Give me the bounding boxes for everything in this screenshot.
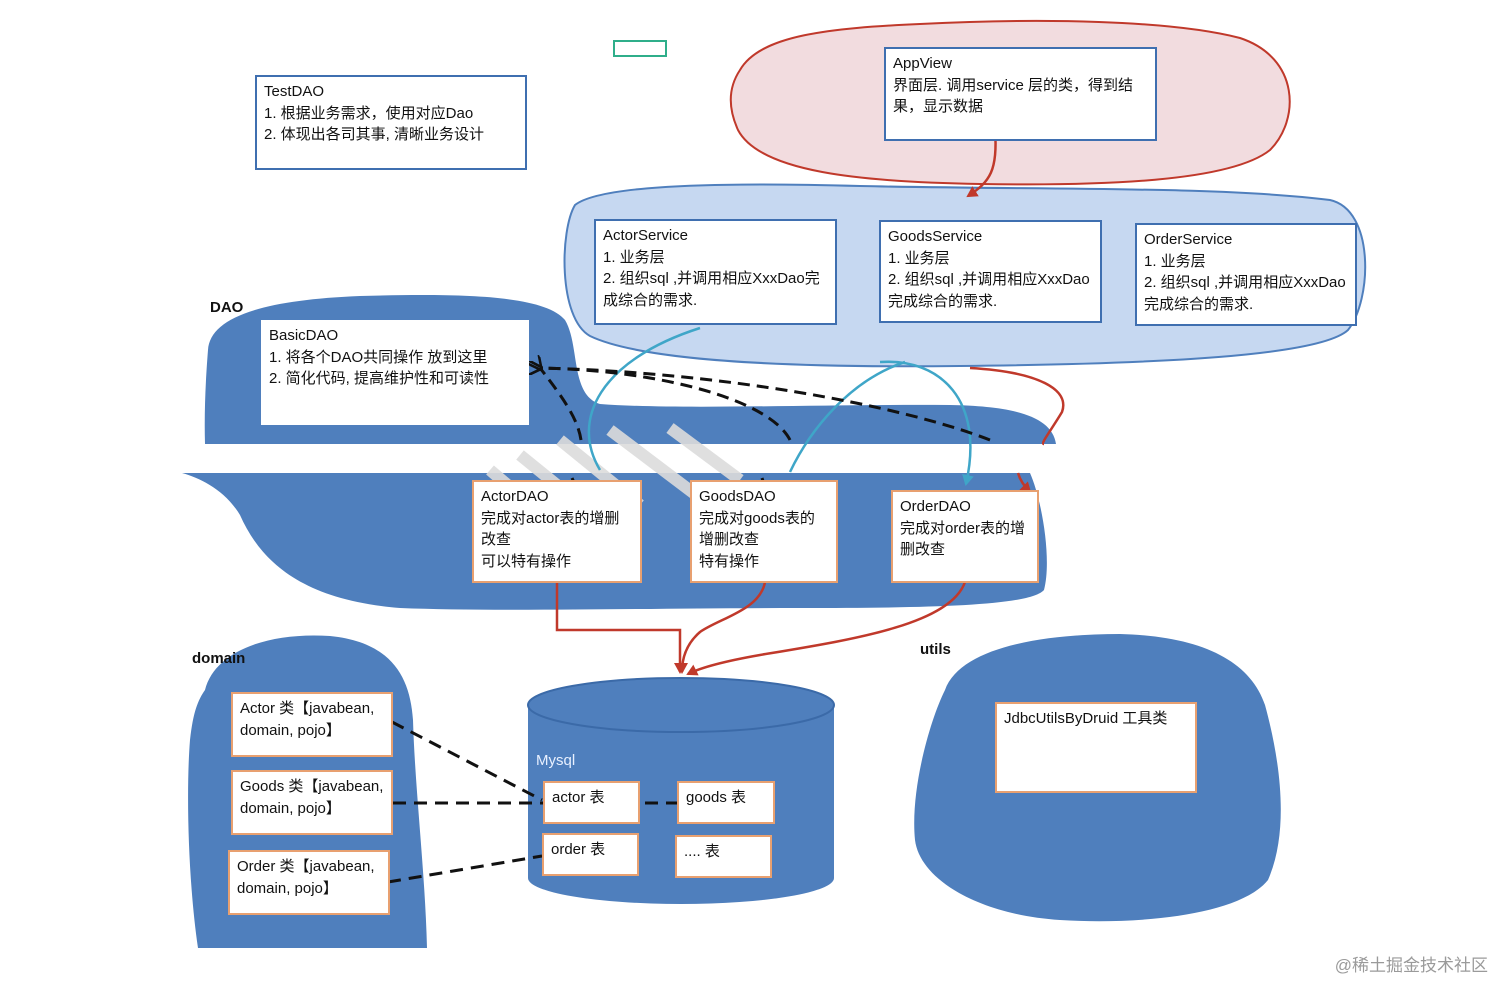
site-watermark: @稀土掘金技术社区: [1334, 956, 1488, 975]
domain-label: domain: [192, 650, 246, 667]
mysql-cylinder-top: [527, 677, 835, 733]
jdbcutils-box: JdbcUtilsByDruid 工具类: [995, 702, 1197, 793]
basicdao-box: BasicDAO 1. 将各个DAO共同操作 放到这里 2. 简化代码, 提高维…: [261, 320, 529, 425]
arrow-goodsdao-to-mysql: [676, 581, 767, 674]
mysql-label: Mysql: [536, 752, 576, 769]
arrow-orderdao-to-mysql: [686, 581, 967, 676]
orderdao-box: OrderDAO 完成对order表的增删改查: [891, 490, 1039, 583]
other-table-box: .... 表: [675, 835, 772, 878]
small-green-rect: [613, 40, 667, 57]
dao-label: DAO: [210, 299, 244, 316]
goods-class-box: Goods 类【javabean, domain, pojo】: [231, 770, 393, 835]
arrow-goodsservice-to-goodsdao: [788, 360, 906, 473]
appview-box: AppView 界面层. 调用service 层的类，得到结果，显示数据: [884, 47, 1157, 141]
arrow-actordao-to-mysql: [555, 582, 686, 674]
orderservice-box: OrderService 1. 业务层 2. 组织sql ,并调用相应XxxDa…: [1135, 223, 1357, 326]
goodsdao-box: GoodsDAO 完成对goods表的增删改查 特有操作: [690, 480, 838, 583]
utils-label: utils: [920, 641, 951, 658]
goodsservice-box: GoodsService 1. 业务层 2. 组织sql ,并调用相应XxxDa…: [879, 220, 1102, 323]
actorservice-box: ActorService 1. 业务层 2. 组织sql ,并调用相应XxxDa…: [594, 219, 837, 325]
actor-table-box: actor 表: [543, 781, 640, 824]
arrow-actorservice-to-actordao: [587, 326, 701, 471]
actor-class-box: Actor 类【javabean, domain, pojo】: [231, 692, 393, 757]
order-class-box: Order 类【javabean, domain, pojo】: [228, 850, 390, 915]
order-table-box: order 表: [542, 833, 639, 876]
actordao-box: ActorDAO 完成对actor表的增删改查 可以特有操作: [472, 480, 642, 583]
testdao-box: TestDAO 1. 根据业务需求，使用对应Dao 2. 体现出各司其事, 清晰…: [255, 75, 527, 170]
arrow-goodsservice-to-orderdao: [879, 360, 974, 486]
goods-table-box: goods 表: [677, 781, 775, 824]
